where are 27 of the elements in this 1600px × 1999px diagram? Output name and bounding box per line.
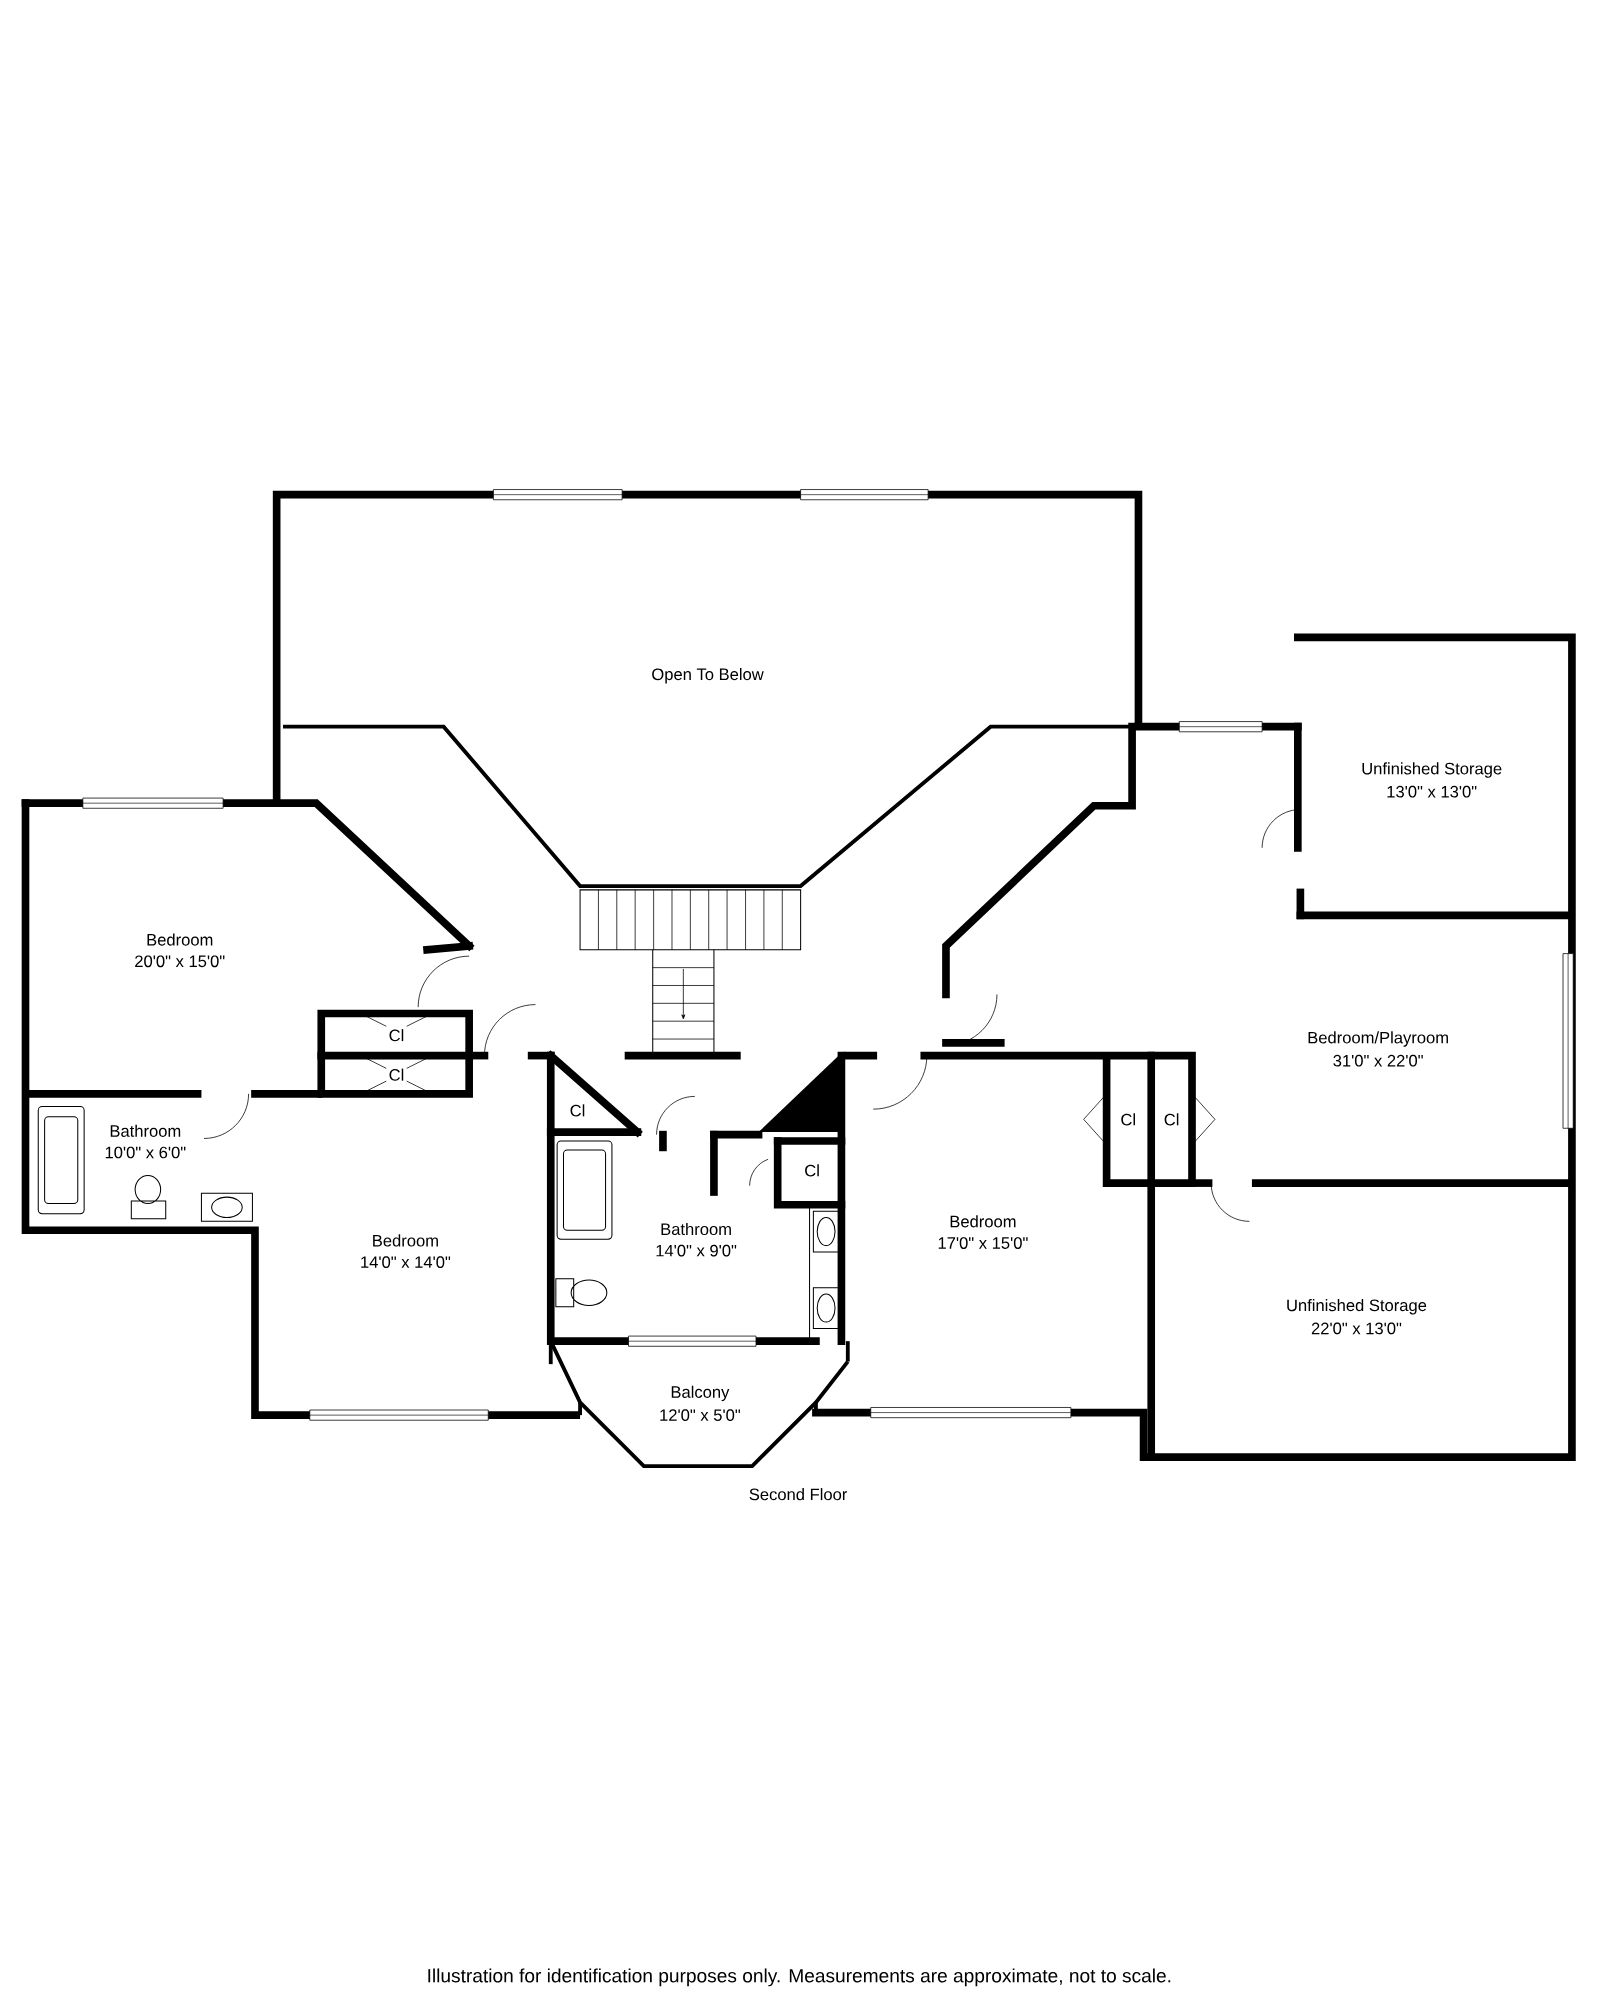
room-dimension: 14'0" x 9'0" (656, 1244, 737, 1257)
room-dimension: 20'0" x 15'0" (135, 955, 225, 968)
room-dimension: 10'0" x 6'0" (105, 1146, 186, 1159)
closet-label: Cl (570, 1104, 585, 1117)
room-label: Bathroom (661, 1222, 731, 1236)
room-dimension: 13'0" x 13'0" (1387, 785, 1477, 798)
room-label: Bedroom (147, 933, 213, 946)
room-label: Bathroom (110, 1124, 181, 1137)
closet-label: Cl (1121, 1113, 1135, 1126)
room-label: Bedroom/Playroom (1308, 1031, 1448, 1047)
room-dimension: 22'0" x 13'0" (1311, 1322, 1402, 1335)
caption: Second Floor (749, 1488, 848, 1501)
room-dimension: 14'0" x 14'0" (361, 1256, 451, 1268)
room-label: Open To Below (652, 667, 764, 684)
closet-label: Cl (805, 1164, 819, 1177)
disclaimer-note: Illustration for identification purposes only. Measurements are approximate, not to scale. (428, 1968, 1171, 1987)
closet-label: Cl (1164, 1113, 1179, 1126)
room-label: Bedroom (373, 1234, 438, 1247)
room-dimension: 31'0" x 22'0" (1333, 1054, 1423, 1067)
closet-label: Cl (389, 1029, 404, 1042)
room-label: Balcony (671, 1385, 730, 1402)
closet-label: Cl (389, 1068, 404, 1081)
room-label: Unfinished Storage (1362, 762, 1502, 778)
room-dimension: 17'0" x 15'0" (938, 1237, 1028, 1249)
room-label: Bedroom (950, 1215, 1016, 1228)
room-dimension: 12'0" x 5'0" (660, 1409, 741, 1421)
room-label: Unfinished Storage (1287, 1299, 1427, 1315)
